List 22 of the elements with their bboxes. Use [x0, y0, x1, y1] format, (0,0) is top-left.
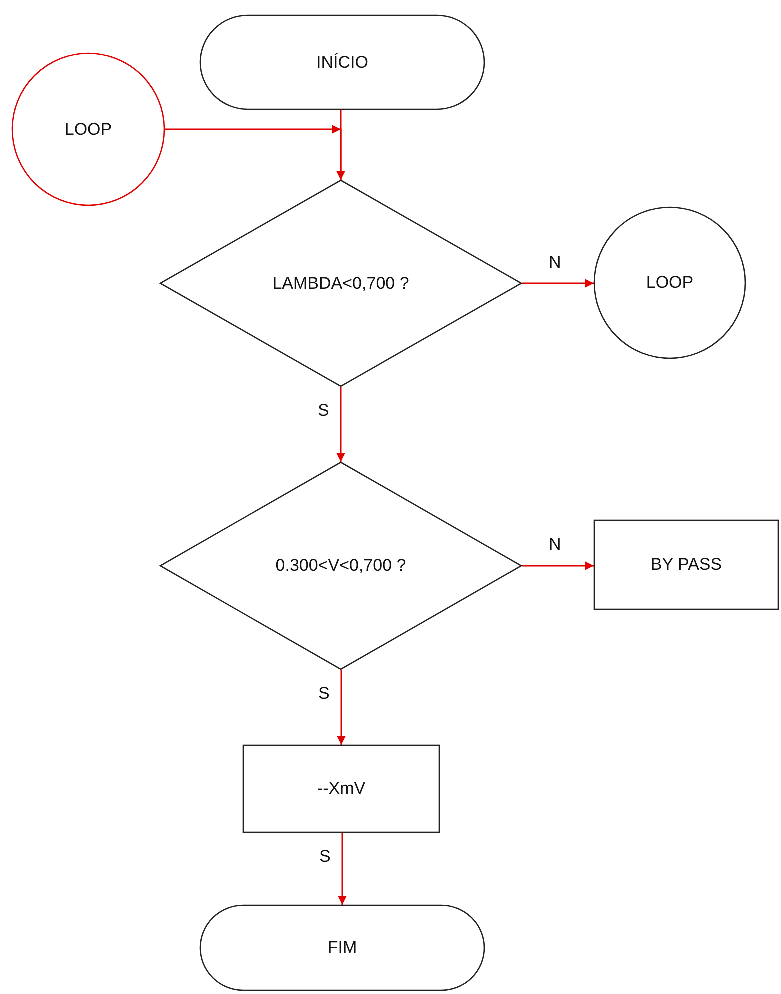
arrow: [165, 125, 346, 180]
node-label: LOOP: [646, 273, 694, 293]
process-box: [594, 520, 779, 610]
arrow: [522, 279, 594, 288]
terminal-shape: [200, 15, 485, 110]
arrow: [522, 562, 594, 570]
node-label: FIM: [328, 938, 358, 958]
connector-circle: [594, 207, 746, 359]
node-label: LAMBDA<0,700 ?: [272, 274, 410, 294]
node-label: LOOP: [64, 120, 112, 140]
decision-diamond: [160, 462, 522, 670]
node-label: 0.300<V<0,700 ?: [276, 556, 406, 576]
arrow: [338, 833, 347, 905]
node-label: BY PASS: [650, 555, 722, 575]
process-box: [243, 745, 440, 833]
arrow: [336, 387, 346, 462]
terminal-shape: [200, 905, 485, 991]
connector-circle: [12, 53, 165, 206]
arrow: [337, 670, 346, 745]
node-label: INÍCIO: [316, 52, 368, 72]
node-label: --XmV: [317, 779, 366, 799]
decision-diamond: [160, 180, 522, 387]
